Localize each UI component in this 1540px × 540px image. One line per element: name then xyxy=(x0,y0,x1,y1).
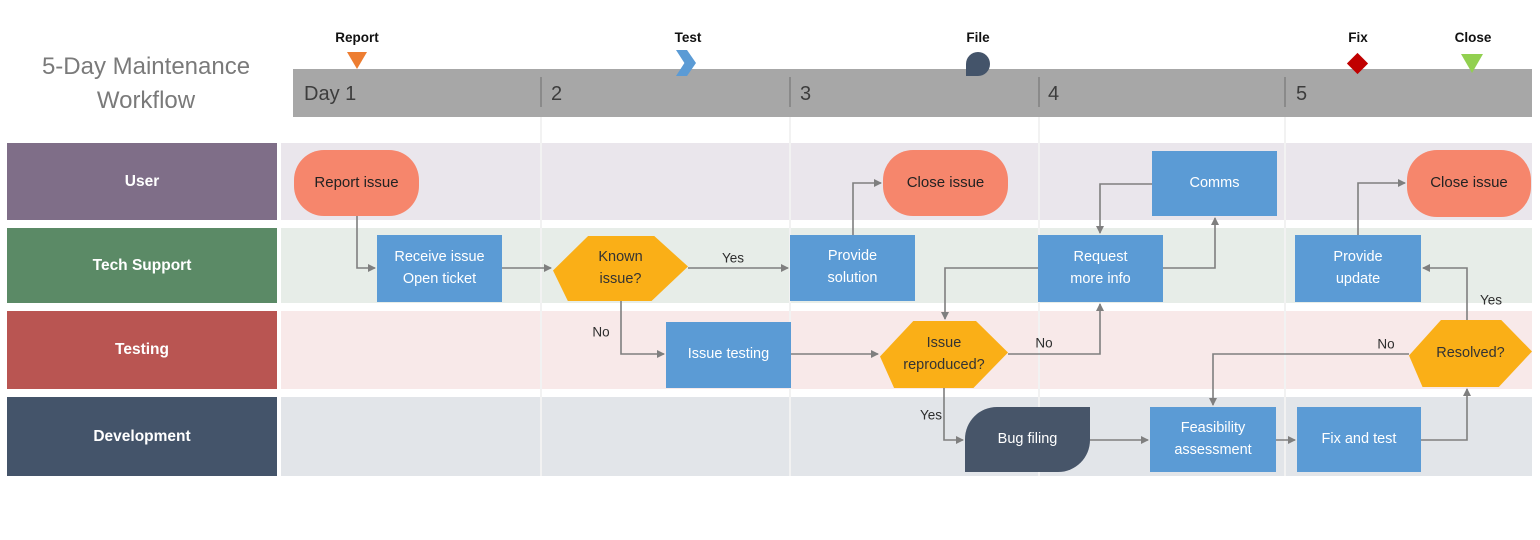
node-close-issue-2[interactable]: Close issue xyxy=(1407,150,1531,217)
lane-label: Tech Support xyxy=(92,256,192,274)
day-tick xyxy=(540,77,542,107)
milestone-close-triangle-icon xyxy=(1461,54,1483,73)
node-comms[interactable]: Comms xyxy=(1152,151,1277,216)
node-receive-issue[interactable]: Receive issue Open ticket xyxy=(377,235,502,302)
node-feasibility-assessment[interactable]: Feasibility assessment xyxy=(1150,407,1276,472)
connector-solution-to-close1 xyxy=(852,179,882,235)
connector-resolved-yes-to-update xyxy=(1422,264,1468,320)
connector-fixandtest-to-resolved xyxy=(1421,388,1471,441)
day-tick xyxy=(1038,77,1040,107)
node-fix-and-test[interactable]: Fix and test xyxy=(1297,407,1421,472)
node-provide-update[interactable]: Provide update xyxy=(1295,235,1421,302)
milestone-close-label: Close xyxy=(1454,30,1492,45)
connector-report-to-receive xyxy=(356,216,376,272)
milestone-test-chevron-icon xyxy=(676,50,696,76)
day-label-1: Day 1 xyxy=(304,83,357,105)
edge-label-resolved-no: No xyxy=(1377,336,1395,352)
node-report-issue[interactable]: Report issue xyxy=(294,150,419,216)
connector-comms-to-request xyxy=(1096,183,1152,234)
edge-label-reproduced-yes: Yes xyxy=(919,407,943,423)
day-tick xyxy=(1284,77,1286,107)
edge-label-known-yes: Yes xyxy=(721,250,745,266)
timeline-bar xyxy=(293,69,1532,117)
lane-header-tech-support: Tech Support xyxy=(7,228,277,303)
milestone-test-label: Test xyxy=(674,30,702,45)
column-separator xyxy=(1284,117,1286,476)
day-label-3: 3 xyxy=(800,83,812,105)
connector-known-no-to-testing xyxy=(620,301,665,358)
milestone-fix-label: Fix xyxy=(1348,30,1368,45)
node-issue-testing[interactable]: Issue testing xyxy=(666,322,791,388)
edge-label-resolved-yes: Yes xyxy=(1479,292,1503,308)
node-request-more-info[interactable]: Request more info xyxy=(1038,235,1163,302)
connector-resolved-no-to-feasibility xyxy=(1209,353,1409,406)
connector-request-to-comms xyxy=(1163,217,1219,269)
lane-header-user: User xyxy=(7,143,277,220)
milestone-report-triangle-icon xyxy=(347,52,367,69)
milestone-file-drop-icon xyxy=(966,52,990,76)
connector-reproduced-no-to-request xyxy=(1008,303,1104,355)
connector-request-to-reproduced xyxy=(941,267,1038,320)
day-label-2: 2 xyxy=(551,83,563,105)
lane-header-testing: Testing xyxy=(7,311,277,389)
column-separator xyxy=(540,117,542,476)
milestone-file-label: File xyxy=(966,30,990,45)
node-close-issue-1[interactable]: Close issue xyxy=(883,150,1008,216)
lane-label: User xyxy=(124,172,160,190)
connector-update-to-close2 xyxy=(1357,179,1406,235)
edge-label-known-no: No xyxy=(592,324,610,340)
connector-reproduced-yes-to-bugfiling xyxy=(943,388,964,444)
day-label-4: 4 xyxy=(1048,83,1060,105)
day-tick xyxy=(789,77,791,107)
node-provide-solution[interactable]: Provide solution xyxy=(790,235,915,301)
lane-header-development: Development xyxy=(7,397,277,476)
lane-label: Testing xyxy=(115,341,169,358)
day-label-5: 5 xyxy=(1296,83,1308,105)
diagram-title: 5-Day Maintenance Workflow xyxy=(41,53,251,115)
edge-label-reproduced-no: No xyxy=(1035,335,1053,351)
milestone-report-label: Report xyxy=(335,30,379,45)
lane-label: Development xyxy=(93,427,191,445)
node-bug-filing[interactable]: Bug filing xyxy=(965,407,1090,472)
